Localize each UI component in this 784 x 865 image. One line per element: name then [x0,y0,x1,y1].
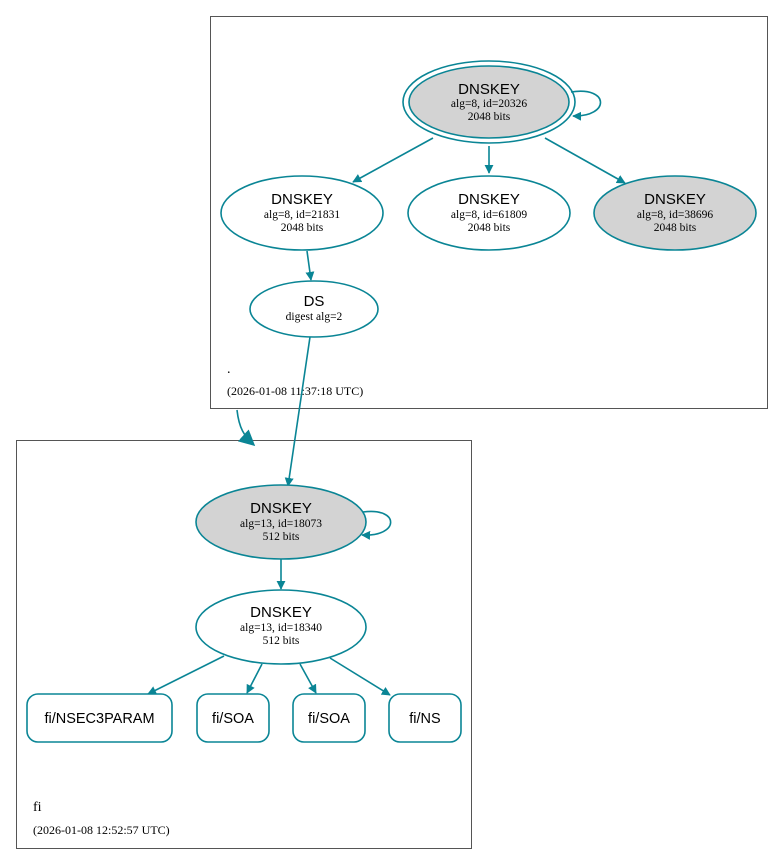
root-ksk-ellipse [408,65,570,139]
rrset-ns-label: fi/NS [409,711,440,727]
root-zsk1-bits: 2048 bits [281,222,324,234]
root-ksk2-alg: alg=8, id=38696 [637,209,713,221]
root-ksk-alg: alg=8, id=20326 [451,98,527,110]
root-zsk2-title: DNSKEY [458,191,520,208]
rrset-nsec3param-label: fi/NSEC3PARAM [44,711,154,727]
root-ksk-node: DNSKEY alg=8, id=20326 2048 bits [402,60,576,144]
edges [147,90,626,696]
fi-ksk-title: DNSKEY [250,500,312,517]
root-zone-name: . [227,362,231,377]
edge-fi-zsk-to-ns [329,657,391,696]
fi-zsk-ellipse [195,589,367,665]
fi-ksk-ellipse [195,484,367,560]
rrset-nsec3param-box [26,693,173,743]
fi-zsk-node: DNSKEY alg=13, id=18340 512 bits [195,589,367,665]
rrset-ns-box [388,693,462,743]
root-zsk2-alg: alg=8, id=61809 [451,209,527,221]
root-ksk2-bits: 2048 bits [654,222,697,234]
rrset-soa-1: fi/SOA [196,693,270,743]
root-zsk1-node: DNSKEY alg=8, id=21831 2048 bits [220,175,384,251]
root-ds-digest: digest alg=2 [286,311,343,323]
root-ds-node: DS digest alg=2 [249,280,379,338]
root-ds-ellipse [249,280,379,338]
root-ksk2-title: DNSKEY [644,191,706,208]
root-zone-timestamp: (2026-01-08 11:37:18 UTC) [227,384,363,398]
root-zsk2-ellipse [407,175,571,251]
rrset-nsec3param: fi/NSEC3PARAM [26,693,173,743]
fi-ksk-alg: alg=13, id=18073 [240,518,322,530]
edge-fi-zsk-to-soa1 [246,663,263,694]
root-zsk1-ellipse [220,175,384,251]
edge-ds-to-fi-ksk [284,336,311,487]
rrset-soa-1-label: fi/SOA [212,711,254,727]
root-ksk2-node: DNSKEY alg=8, id=38696 2048 bits [593,175,757,251]
fi-zone-name: fi [33,800,42,815]
rrset-soa-2-label: fi/SOA [308,711,350,727]
fi-zone-timestamp: (2026-01-08 12:52:57 UTC) [33,823,170,837]
edge-zone-delegation [236,409,256,447]
edge-root-ksk-self [570,90,602,121]
fi-zsk-alg: alg=13, id=18340 [240,622,322,634]
root-zsk1-alg: alg=8, id=21831 [264,209,340,221]
rrset-soa-2: fi/SOA [292,693,366,743]
root-zsk2-node: DNSKEY alg=8, id=61809 2048 bits [407,175,571,251]
edge-root-ksk-to-ksk2 [544,137,626,184]
root-ksk-outer-ring [402,60,576,144]
rrset-soa-1-box [196,693,270,743]
edge-fi-zsk-to-soa2 [299,663,317,694]
root-zsk1-title: DNSKEY [271,191,333,208]
rrset-soa-2-box [292,693,366,743]
fi-zsk-title: DNSKEY [250,604,312,621]
root-ksk2-ellipse [593,175,757,251]
rrset-ns: fi/NS [388,693,462,743]
fi-ksk-node: DNSKEY alg=13, id=18073 512 bits [195,484,367,560]
root-ksk-title: DNSKEY [458,81,520,98]
edge-zsk1-to-ds [305,250,315,281]
root-ksk-bits: 2048 bits [468,111,511,123]
edge-fi-zsk-to-nsec3param [147,655,225,695]
root-ds-title: DS [304,293,325,310]
edge-fi-ksk-self [361,510,392,540]
root-zsk2-bits: 2048 bits [468,222,511,234]
fi-ksk-bits: 512 bits [263,531,300,543]
fi-zsk-bits: 512 bits [263,635,300,647]
edge-root-ksk-to-zsk1 [352,137,434,183]
